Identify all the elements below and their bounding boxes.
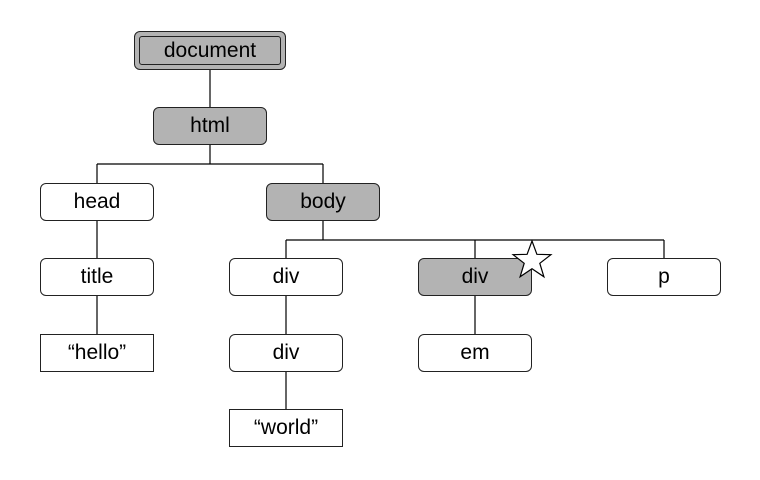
text-node-world: “world” (229, 409, 343, 447)
node-em-label: em (460, 341, 490, 364)
node-body-label: body (300, 190, 346, 213)
node-body: body (266, 183, 380, 221)
star-icon (511, 239, 553, 279)
node-document-label: document (163, 38, 257, 62)
node-div-1-label: div (272, 265, 300, 288)
node-div-3: div (229, 334, 343, 372)
node-html: html (153, 107, 267, 145)
node-p-label: p (658, 265, 670, 288)
node-head: head (40, 183, 154, 221)
text-node-world-label: “world” (253, 416, 319, 439)
node-html-label: html (190, 114, 230, 137)
node-title: title (40, 258, 154, 296)
text-node-hello: “hello” (40, 334, 154, 372)
node-div-3-label: div (272, 341, 300, 364)
node-div-2-label: div (461, 265, 489, 288)
node-title-label: title (80, 265, 114, 288)
node-em: em (418, 334, 532, 372)
node-document: document (134, 31, 286, 70)
node-document-inner-border (139, 36, 281, 65)
node-p: p (607, 258, 721, 296)
text-node-hello-label: “hello” (67, 341, 127, 364)
node-div-1: div (229, 258, 343, 296)
node-head-label: head (73, 190, 121, 213)
node-div-2: div (418, 258, 532, 296)
